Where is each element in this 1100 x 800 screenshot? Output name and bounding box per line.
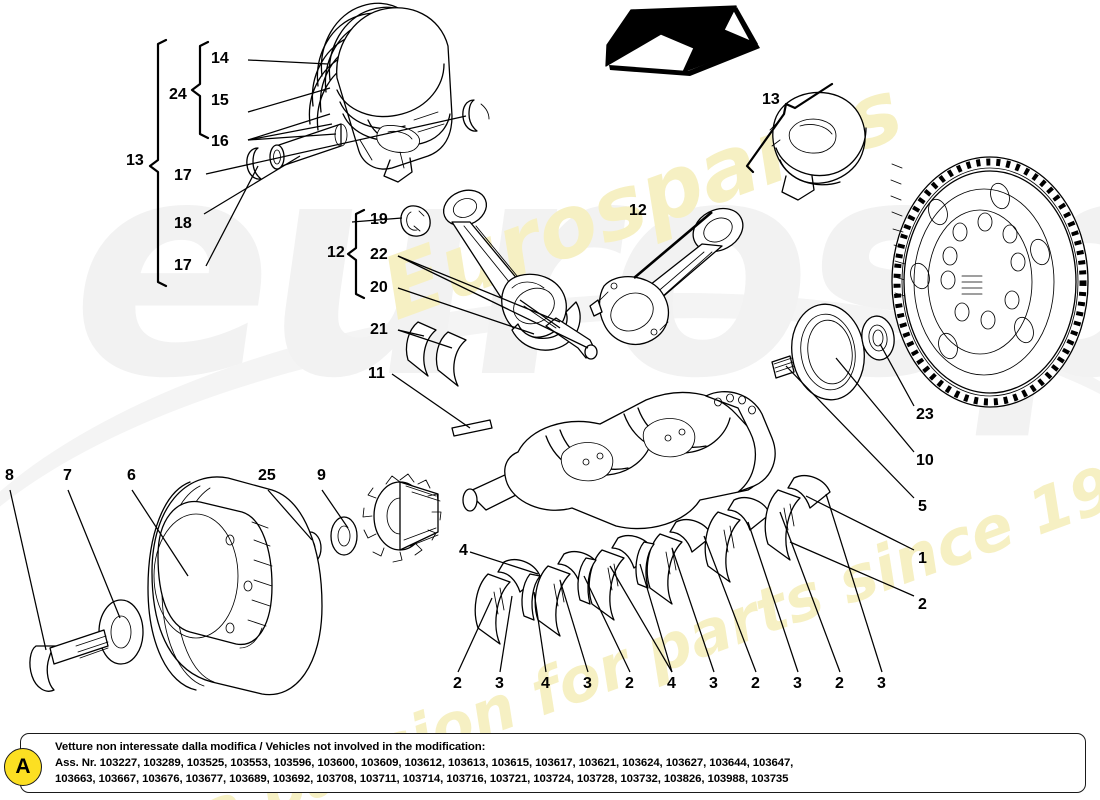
callout-7: 7: [63, 467, 72, 484]
callout-5: 5: [918, 498, 927, 515]
callout-14: 14: [211, 50, 229, 67]
callout-16: 16: [211, 133, 229, 150]
main-bearing-shells: [474, 475, 831, 645]
callout-20: 20: [370, 279, 388, 296]
callout-24: 24: [169, 86, 187, 103]
piston-body: [336, 7, 453, 183]
callout-13-left: 13: [126, 152, 144, 169]
footnote-text: Vetture non interessate dalla modifica /…: [55, 739, 1079, 788]
callout-8: 8: [5, 467, 14, 484]
callout-13-right: 13: [762, 91, 780, 108]
callout-22: 22: [370, 246, 388, 263]
connecting-rod: [442, 189, 598, 360]
callout-bottom-4: 3: [583, 675, 592, 692]
callout-bottom-5: 2: [625, 675, 634, 692]
timing-sprocket-assembly: [298, 473, 442, 565]
callout-bottom-2: 3: [495, 675, 504, 692]
callout-12-right: 12: [629, 202, 647, 219]
direction-arrow-icon: [605, 5, 760, 76]
connecting-rod-exploded-left: [400, 189, 598, 387]
callout-bottom-3: 4: [541, 675, 550, 692]
flywheel: [890, 156, 1089, 408]
callout-25: 25: [258, 467, 276, 484]
crankshaft: [451, 355, 795, 530]
callout-21: 21: [370, 321, 388, 338]
callout-15: 15: [211, 92, 229, 109]
bracket-group-12-left: [346, 208, 366, 300]
callout-bottom-11: 3: [877, 675, 886, 692]
footnote-box: Vetture non interessate dalla modifica /…: [20, 733, 1086, 793]
piston-assembled: [769, 91, 867, 201]
bracket-group-13-left: [148, 38, 168, 288]
gudgeon-pin: [269, 123, 348, 170]
footnote-line-3: 103663, 103667, 103676, 103677, 103689, …: [55, 773, 789, 786]
callout-11: 11: [368, 365, 385, 382]
callout-9: 9: [317, 467, 326, 484]
connecting-rod-assembled: [589, 207, 744, 345]
callout-bottom-6: 4: [667, 675, 676, 692]
bracket-group-24: [190, 40, 210, 140]
small-end-bush: [400, 205, 431, 237]
callout-19: 19: [370, 211, 388, 228]
callout-bottom-1: 2: [453, 675, 462, 692]
callout-17-upper: 17: [174, 167, 192, 184]
footnote-line-2: Ass. Nr. 103227, 103289, 103525, 103553,…: [55, 757, 794, 770]
crank-sprocket: [362, 473, 442, 563]
callout-bottom-7: 3: [709, 675, 718, 692]
callout-12-left: 12: [327, 244, 345, 261]
crankshaft-damper-assembly: [29, 476, 323, 696]
callout-6: 6: [127, 467, 136, 484]
callout-4-mid: 4: [459, 542, 468, 559]
leader-lines: [9, 59, 915, 673]
callout-bottom-9: 3: [793, 675, 802, 692]
callout-2-right: 2: [918, 596, 927, 613]
footnote-line-1: Vetture non interessate dalla modifica /…: [55, 741, 486, 753]
piston-assembly-exploded: [246, 2, 490, 183]
shell-group-4: [646, 519, 713, 605]
shell-group-5: [704, 497, 771, 583]
rear-crank-seals: [791, 303, 895, 401]
big-end-shells: [405, 321, 467, 387]
callout-10: 10: [916, 452, 934, 469]
callout-18: 18: [174, 215, 192, 232]
callout-bottom-8: 2: [751, 675, 760, 692]
bracket-group-13-right: [745, 82, 834, 174]
callout-23: 23: [916, 406, 934, 423]
callout-bottom-10: 2: [835, 675, 844, 692]
shell-group-6: [764, 475, 831, 561]
callout-1: 1: [918, 550, 927, 567]
footnote-badge-a: A: [4, 748, 42, 786]
callout-17-lower: 17: [174, 257, 192, 274]
